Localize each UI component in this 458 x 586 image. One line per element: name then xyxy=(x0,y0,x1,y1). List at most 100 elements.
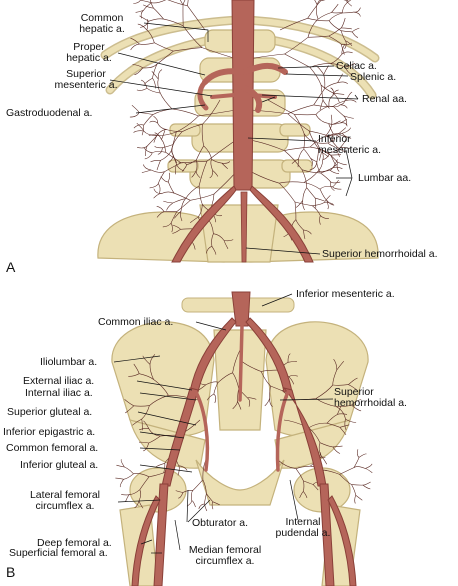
small-vessel xyxy=(153,7,164,20)
small-vessel xyxy=(139,15,149,22)
small-vessel xyxy=(211,501,214,510)
small-vessel xyxy=(190,216,199,223)
small-vessel xyxy=(287,353,291,363)
small-vessel xyxy=(332,179,339,188)
small-vessel xyxy=(269,385,271,399)
small-vessel xyxy=(328,20,342,31)
small-vessel xyxy=(191,170,197,178)
small-vessel xyxy=(314,0,318,5)
small-vessel xyxy=(345,418,357,423)
small-vessel xyxy=(339,104,348,109)
small-vessel xyxy=(309,67,322,86)
small-vessel xyxy=(320,84,324,100)
small-vessel xyxy=(168,155,174,163)
small-vessel xyxy=(129,489,140,495)
small-vessel xyxy=(341,51,353,55)
label-superior-hemorrhoidal-artery-a: Superior hemorrhoidal a. xyxy=(322,248,438,260)
small-vessel xyxy=(331,3,339,13)
small-vessel xyxy=(330,63,346,68)
small-vessel xyxy=(146,135,158,147)
small-vessel xyxy=(279,182,296,203)
small-vessel xyxy=(340,139,346,148)
small-vessel xyxy=(328,104,341,108)
small-vessel xyxy=(177,465,180,476)
small-vessel xyxy=(319,186,333,190)
small-vessel xyxy=(324,202,334,205)
small-vessel xyxy=(330,155,336,165)
small-vessel xyxy=(335,406,346,419)
small-vessel xyxy=(133,363,140,374)
small-vessel xyxy=(353,7,361,13)
small-vessel xyxy=(139,112,154,115)
small-vessel xyxy=(134,67,143,75)
small-vessel xyxy=(143,147,153,154)
small-vessel xyxy=(247,397,257,400)
small-vessel xyxy=(156,206,165,212)
small-vessel xyxy=(175,164,177,175)
small-vessel xyxy=(260,371,271,387)
small-vessel xyxy=(344,40,347,50)
small-vessel xyxy=(142,63,158,69)
small-vessel xyxy=(336,146,340,157)
small-vessel xyxy=(152,63,158,79)
small-vessel xyxy=(139,42,155,45)
small-vessel xyxy=(151,0,167,4)
small-vessel xyxy=(157,122,167,130)
small-vessel xyxy=(337,161,347,166)
small-vessel xyxy=(264,398,270,407)
label-splenic-artery: Splenic a. xyxy=(350,71,397,83)
small-vessel xyxy=(223,240,229,249)
small-vessel xyxy=(330,170,340,174)
label-superior-gluteal-artery: Superior gluteal a. xyxy=(7,406,93,418)
label-superior-hemorrhoidal-artery-b: Superior hemorrhoidal a. xyxy=(334,386,407,409)
small-vessel xyxy=(319,442,333,448)
aortic-bifurcation xyxy=(131,291,357,586)
small-vessel xyxy=(133,0,141,4)
small-vessel xyxy=(174,211,182,219)
small-vessel xyxy=(166,129,183,132)
small-vessel xyxy=(284,53,311,68)
small-vessel xyxy=(143,4,154,9)
small-vessel xyxy=(197,204,203,218)
small-vessel xyxy=(339,467,355,475)
small-vessel xyxy=(212,170,219,177)
small-vessel xyxy=(237,401,242,410)
small-vessel xyxy=(345,40,353,46)
small-vessel xyxy=(143,130,157,136)
small-vessel xyxy=(284,146,311,151)
small-vessel xyxy=(321,152,329,158)
small-vessel xyxy=(339,122,348,127)
label-lateral-femoral-circumflex-artery: Lateral femoral circumflex a. xyxy=(29,489,101,512)
small-vessel xyxy=(315,384,334,399)
small-vessel xyxy=(326,199,329,210)
small-vessel xyxy=(143,2,152,11)
small-vessel xyxy=(339,118,348,124)
label-inferior-gluteal-artery: Inferior gluteal a. xyxy=(20,459,99,471)
label-iliolumbar-artery: Iliolumbar a. xyxy=(40,356,98,368)
small-vessel xyxy=(168,181,175,194)
small-vessel xyxy=(330,181,341,184)
small-vessel xyxy=(303,480,305,492)
small-vessel xyxy=(181,164,187,172)
small-vessel xyxy=(125,405,135,414)
small-vessel xyxy=(301,169,308,188)
small-vessel xyxy=(339,427,347,435)
small-vessel xyxy=(315,4,319,20)
small-vessel xyxy=(317,12,332,20)
small-vessel xyxy=(267,99,295,115)
small-vessel xyxy=(139,428,149,431)
small-vessel xyxy=(172,198,186,204)
small-vessel xyxy=(330,114,333,125)
small-vessel xyxy=(182,25,203,48)
small-vessel xyxy=(307,0,321,19)
small-vessel xyxy=(326,414,338,424)
small-vessel xyxy=(137,145,148,149)
small-vessel xyxy=(299,491,304,499)
small-vessel xyxy=(341,27,352,30)
small-vessel xyxy=(130,43,140,51)
small-vessel xyxy=(279,181,304,184)
small-vessel xyxy=(335,404,352,407)
small-vessel xyxy=(303,148,311,159)
small-vessel xyxy=(323,74,326,89)
small-vessel xyxy=(310,157,313,167)
